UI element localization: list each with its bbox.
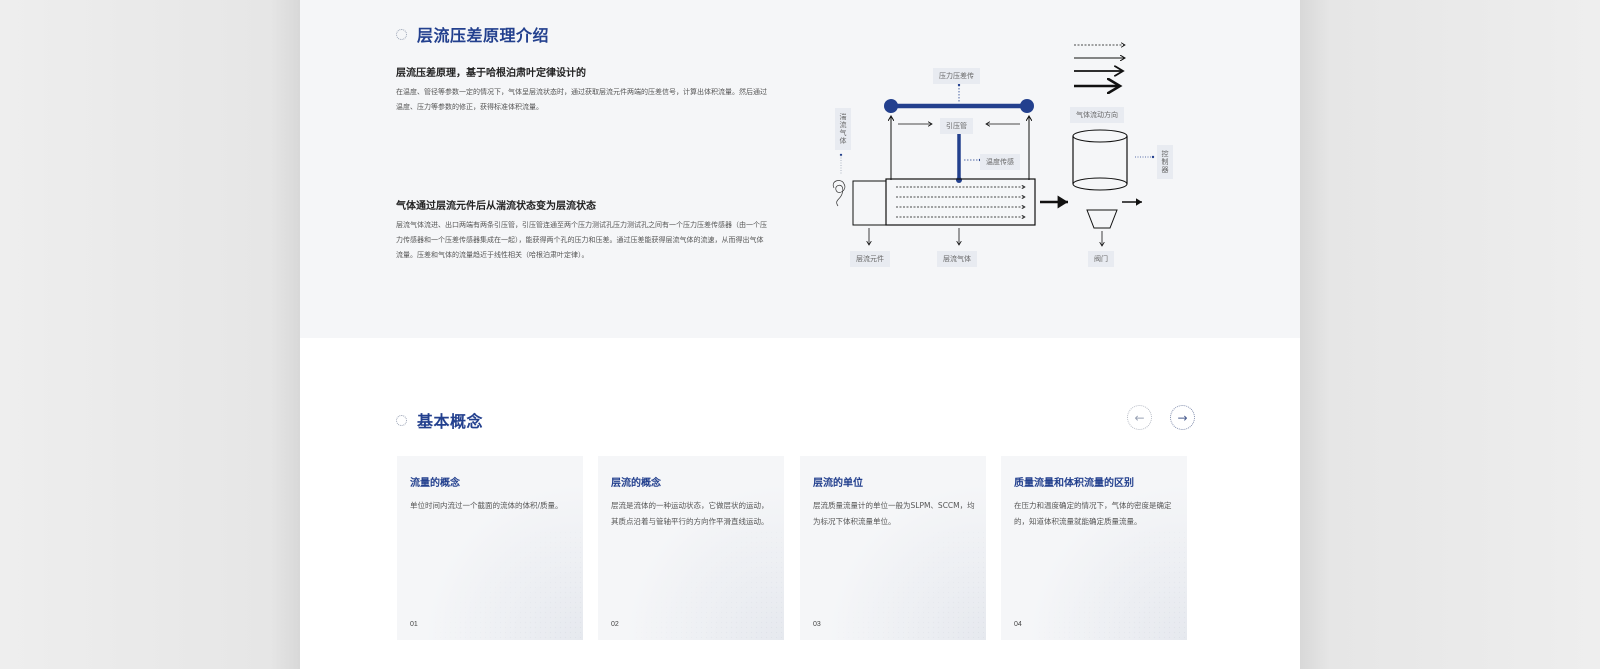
- card-title: 层流的概念: [611, 478, 661, 489]
- concept-card[interactable]: 层流的概念 层流是流体的一种运动状态，它做层状的运动，其质点沿着与管轴平行的方向…: [598, 456, 784, 640]
- flow-direction-label: 气体流动方向: [1070, 107, 1124, 123]
- next-slide-button[interactable]: →: [1170, 405, 1195, 430]
- laminar-gas-label: 层流气体: [937, 251, 977, 267]
- diagram-graphic: [832, 30, 1155, 280]
- section-title: 基本概念: [396, 408, 483, 432]
- transition-text: 层流气体流进、出口两端有两条引压管，引压管连通至两个压力测试孔压力测试孔之间有一…: [396, 221, 767, 259]
- outer-background-left: [0, 0, 300, 669]
- arrow-left-icon: ←: [1134, 410, 1145, 425]
- card-number: 04: [1014, 621, 1022, 628]
- card-title: 流量的概念: [410, 478, 460, 489]
- card-title: 质量流量和体积流量的区别: [1014, 478, 1134, 489]
- card-description: 在压力和温度确定的情况下，气体的密度是确定的，知道体积流量就能确定质量流量。: [1014, 501, 1172, 526]
- card-description: 层流质量流量计的单位一般为SLPM、SCCM，均为标况下体积流量单位。: [813, 501, 975, 526]
- page-content: 层流压差原理介绍 层流压差原理，基于哈根泊肃叶定律设计的 在温度、管径等参数一定…: [300, 0, 1300, 669]
- section-title-text: 层流压差原理介绍: [417, 26, 550, 45]
- concept-card[interactable]: 质量流量和体积流量的区别 在压力和温度确定的情况下，气体的密度是确定的，知道体积…: [1001, 456, 1187, 640]
- outer-background-right: [1300, 0, 1600, 669]
- impulse-tube-label: 引压管: [940, 118, 973, 134]
- card-description: 单位时间内流过一个截面的流体的体积/质量。: [410, 501, 563, 510]
- card-description: 层流是流体的一种运动状态，它做层状的运动，其质点沿着与管轴平行的方向作平滑直线运…: [611, 501, 769, 526]
- arrow-right-icon: →: [1177, 410, 1188, 425]
- concept-card[interactable]: 流量的概念 单位时间内流过一个截面的流体的体积/质量。 01: [397, 456, 583, 640]
- card-number: 01: [410, 621, 418, 628]
- section-title-text: 基本概念: [417, 412, 484, 431]
- prev-slide-button[interactable]: ←: [1127, 405, 1152, 430]
- principle-intro-section: 层流压差原理介绍 层流压差原理，基于哈根泊肃叶定律设计的 在温度、管径等参数一定…: [300, 0, 1300, 338]
- laminar-flow-diagram: 压力压差传 引压管 湍流气体 温度传感 层流元件 层流气体 气体流动方向 控制器…: [820, 30, 1200, 280]
- transition-heading: 气体通过层流元件后从湍流状态变为层流状态: [396, 201, 596, 212]
- principle-text: 在温度、管径等参数一定的情况下，气体呈层流状态时，通过获取层流元件两端的压差信号…: [396, 88, 767, 111]
- concept-card[interactable]: 层流的单位 层流质量流量计的单位一般为SLPM、SCCM，均为标况下体积流量单位…: [800, 456, 986, 640]
- dotted-circle-icon: [396, 414, 407, 426]
- laminar-element-label: 层流元件: [850, 251, 890, 267]
- valve-label: 阀门: [1088, 251, 1114, 267]
- turbulent-gas-label: 湍流气体: [835, 108, 851, 150]
- principle-heading: 层流压差原理，基于哈根泊肃叶定律设计的: [396, 68, 586, 79]
- controller-label: 控制器: [1157, 145, 1173, 179]
- pressure-sensor-label: 压力压差传: [933, 68, 980, 84]
- dotted-circle-icon: [396, 28, 407, 40]
- temperature-sensor-label: 温度传感: [980, 154, 1020, 170]
- card-title: 层流的单位: [813, 478, 863, 489]
- section-title: 层流压差原理介绍: [396, 22, 549, 46]
- card-number: 03: [813, 621, 821, 628]
- card-number: 02: [611, 621, 619, 628]
